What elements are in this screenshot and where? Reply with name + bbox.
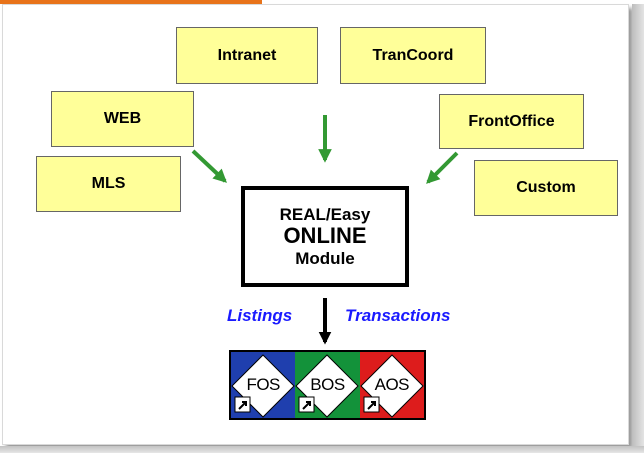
source-box-mls: MLS bbox=[36, 156, 181, 212]
source-box-custom: Custom bbox=[474, 160, 618, 216]
arrow-web-to-module bbox=[191, 149, 227, 183]
module-title-line3: Module bbox=[295, 248, 355, 268]
aos-label: AOS bbox=[374, 375, 410, 394]
source-label-custom: Custom bbox=[516, 179, 576, 196]
fos-shortcut-icon[interactable]: FOS bbox=[231, 352, 296, 418]
bos-shortcut-icon[interactable]: BOS bbox=[295, 352, 360, 418]
transactions-label: Transactions bbox=[345, 306, 451, 325]
source-box-web: WEB bbox=[51, 91, 194, 147]
source-label-trancoord: TranCoord bbox=[372, 46, 454, 64]
source-label-mls: MLS bbox=[91, 175, 126, 192]
source-box-frontoffice: FrontOffice bbox=[439, 94, 584, 149]
source-label-web: WEB bbox=[103, 110, 142, 127]
top-accent-bar bbox=[0, 0, 262, 4]
bottom-shadow bbox=[0, 446, 644, 453]
arrow-frontoffice-to-module bbox=[426, 151, 459, 184]
source-label-frontoffice: FrontOffice bbox=[468, 112, 555, 130]
system-icons-strip: FOS BOS AOS bbox=[229, 350, 426, 420]
source-box-trancoord: TranCoord bbox=[340, 27, 486, 84]
source-label-intranet: Intranet bbox=[217, 46, 277, 64]
listings-label: Listings bbox=[227, 306, 293, 325]
online-module-box: REAL/Easy ONLINE Module bbox=[241, 186, 409, 287]
right-shadow bbox=[632, 4, 644, 453]
module-title-line1: REAL/Easy bbox=[279, 205, 371, 225]
bos-label: BOS bbox=[310, 375, 345, 394]
fos-label: FOS bbox=[246, 375, 280, 394]
aos-shortcut-icon[interactable]: AOS bbox=[359, 352, 424, 418]
source-box-intranet: Intranet bbox=[176, 27, 318, 84]
module-title-line2: ONLINE bbox=[283, 223, 367, 249]
